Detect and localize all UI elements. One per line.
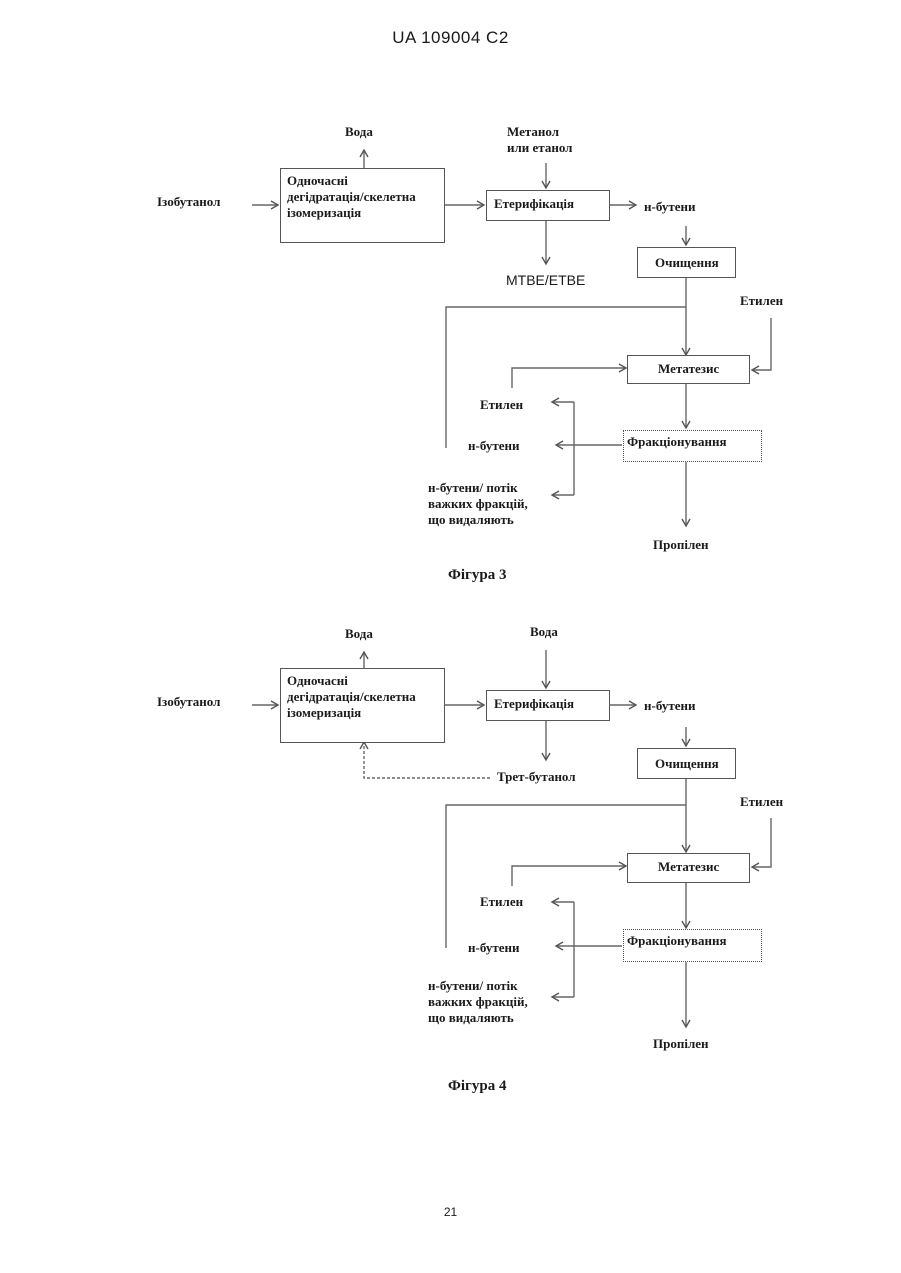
fig3-fractionation-box: Фракціонування (623, 430, 762, 462)
fig3-ethylene-recycle-label: Етилен (480, 397, 523, 413)
fig3-purification-box: Очищення (637, 247, 736, 278)
fig4-n-butenes-label: н-бутени (644, 698, 695, 714)
fig4-n-butenes-recycle-label: н-бутени (468, 940, 519, 956)
fig3-water-label: Вода (345, 124, 373, 140)
fig3-mtbe-etbe-label: MTBE/ETBE (506, 272, 585, 288)
page-number: 21 (0, 1205, 901, 1219)
fig4-water2-label: Вода (530, 624, 558, 640)
fig4-isobutanol-label: Ізобутанол (157, 694, 220, 710)
fig4-heavy-purge-label: н-бутени/ потік важких фракцій, що видал… (428, 978, 528, 1026)
fig3-ethylene-feed-label: Етилен (740, 293, 783, 309)
fig3-propylene-label: Пропілен (653, 537, 709, 553)
fig4-ethylene-feed-label: Етилен (740, 794, 783, 810)
fig4-propylene-label: Пропілен (653, 1036, 709, 1052)
fig4-dehydration-box: Одночасні дегідратація/скелетна ізомериз… (280, 668, 445, 743)
fig4-water-label: Вода (345, 626, 373, 642)
fig3-caption: Фігура 3 (448, 567, 506, 584)
fig4-purification-box: Очищення (637, 748, 736, 779)
fig4-fractionation-box: Фракціонування (623, 929, 762, 962)
fig3-dehydration-box: Одночасні дегідратація/скелетна ізомериз… (280, 168, 445, 243)
fig3-n-butenes-label: н-бутени (644, 199, 695, 215)
fig3-heavy-purge-label: н-бутени/ потік важких фракцій, що видал… (428, 480, 528, 528)
fig3-etherification-box: Етерифікація (486, 190, 610, 221)
fig3-alcohol-label: Метанол или етанол (507, 124, 572, 156)
fig4-metathesis-box: Метатезис (627, 853, 750, 883)
fig3-isobutanol-label: Ізобутанол (157, 194, 220, 210)
fig3-n-butenes-recycle-label: н-бутени (468, 438, 519, 454)
fig4-caption: Фігура 4 (448, 1078, 506, 1095)
fig4-etherification-box: Етерифікація (486, 690, 610, 721)
fig4-ethylene-recycle-label: Етилен (480, 894, 523, 910)
fig4-tba-label: Трет-бутанол (497, 769, 576, 785)
fig3-metathesis-box: Метатезис (627, 355, 750, 384)
